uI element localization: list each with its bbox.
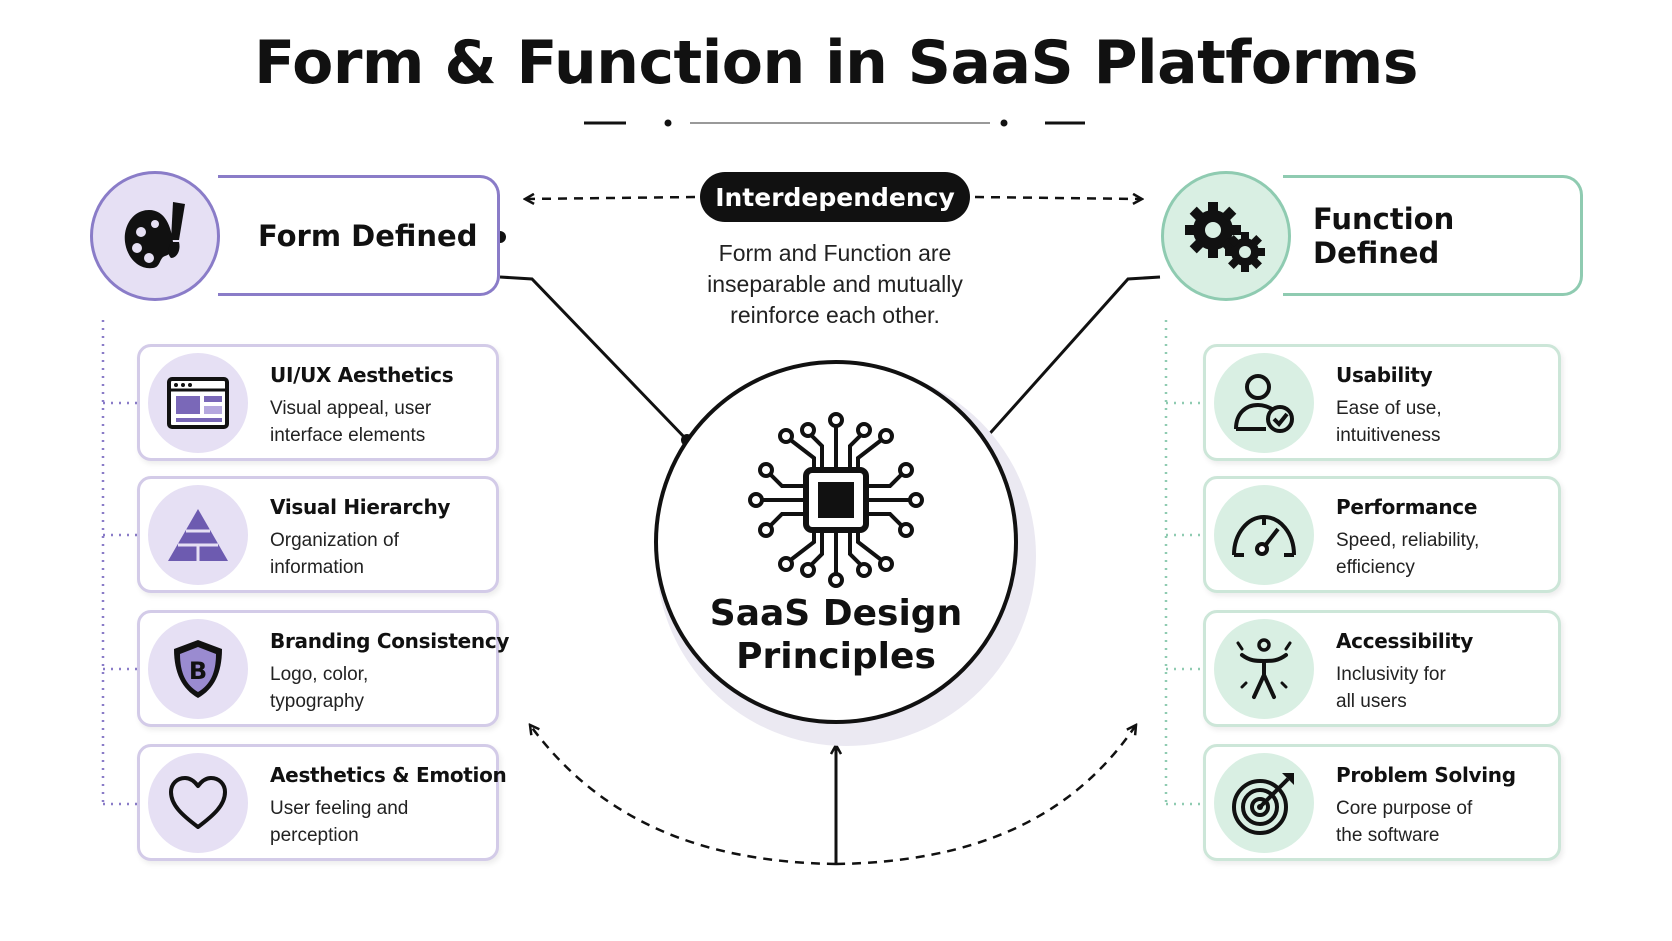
card-title: Problem Solving: [1336, 763, 1516, 787]
form-card-ui-ux: UI/UX Aesthetics Visual appeal, user int…: [137, 344, 499, 461]
note-line: inseparable and mutually: [707, 271, 963, 297]
title-divider: [584, 119, 1085, 127]
interdependency-badge: Interdependency: [700, 172, 970, 222]
form-header-box: Form Defined: [218, 175, 500, 296]
card-title: Aesthetics & Emotion: [270, 763, 507, 787]
card-description-line: Speed, reliability,: [1336, 530, 1480, 551]
center-label-line: SaaS Design: [709, 593, 963, 634]
card-title: Visual Hierarchy: [270, 495, 451, 519]
card-description-line: User feeling and: [270, 798, 409, 819]
function-card-usability: Usability Ease of use, intuitiveness: [1203, 344, 1561, 461]
interdependency-right-arrow: [974, 197, 1142, 199]
function-to-center-line: [982, 275, 1161, 441]
card-description: User feeling and perception: [270, 795, 408, 849]
card-description: Core purpose of the software: [1336, 795, 1472, 849]
function-heading: Function Defined: [1313, 201, 1455, 270]
function-card-problem-solving: Problem Solving Core purpose of the soft…: [1203, 744, 1561, 861]
center-label-line: Principles: [736, 636, 936, 677]
feedback-arc-left: [530, 725, 837, 866]
card-description-line: Visual appeal, user: [270, 398, 432, 419]
form-to-center-line: [499, 275, 689, 442]
card-description-line: information: [270, 557, 364, 578]
palette-brush-icon: [124, 202, 185, 269]
pyramid-icon: [168, 509, 228, 561]
card-title: UI/UX Aesthetics: [270, 363, 454, 387]
form-card-visual-hierarchy: Visual Hierarchy Organization of informa…: [137, 476, 499, 593]
card-description-line: the software: [1336, 825, 1440, 846]
card-description-line: Organization of: [270, 530, 399, 551]
shield-b-icon: B: [174, 640, 222, 698]
svg-text:B: B: [189, 657, 207, 685]
card-description-line: typography: [270, 691, 365, 712]
note-line: Form and Function are: [718, 240, 952, 266]
speedometer-icon: [1232, 514, 1296, 557]
form-card-branding: B Branding Consistency Logo, color, typo…: [137, 610, 509, 727]
card-description-line: all users: [1336, 691, 1407, 712]
card-title: Accessibility: [1336, 629, 1473, 653]
function-header-circle: [1161, 171, 1291, 301]
card-description-line: Inclusivity for: [1336, 664, 1446, 685]
user-check-icon: [1234, 374, 1294, 433]
form-heading: Form Defined: [258, 218, 478, 253]
card-description-line: Core purpose of: [1336, 798, 1473, 819]
card-description-line: Ease of use,: [1336, 398, 1442, 419]
card-title: Usability: [1336, 363, 1433, 387]
card-title: Branding Consistency: [270, 629, 510, 653]
card-description: Ease of use, intuitiveness: [1336, 395, 1442, 449]
interdependency-note: Form and Function are inseparable and mu…: [660, 238, 1010, 331]
page-title: Form & Function in SaaS Platforms: [254, 28, 1418, 98]
card-description: Logo, color, typography: [270, 661, 368, 715]
card-title: Performance: [1336, 495, 1478, 519]
interdependency-left-arrow: [525, 197, 696, 199]
note-line: reinforce each other.: [730, 302, 940, 328]
card-description: Speed, reliability, efficiency: [1336, 527, 1479, 581]
center-label: SaaS Design Principles: [654, 592, 1018, 678]
card-description: Organization of information: [270, 527, 399, 581]
function-header-box: Function Defined: [1283, 175, 1583, 296]
form-header-circle: [90, 171, 220, 301]
function-tree-dots: [1164, 320, 1203, 806]
circuit-chip-icon: [748, 412, 924, 588]
card-description-line: interface elements: [270, 425, 426, 446]
card-description-line: intuitiveness: [1336, 425, 1441, 446]
browser-window-icon: [167, 377, 229, 429]
card-description: Inclusivity for all users: [1336, 661, 1446, 715]
card-description-line: Logo, color,: [270, 664, 369, 685]
feedback-arc-right: [835, 725, 1136, 866]
form-tree-dots: [101, 320, 137, 806]
target-icon: [1232, 773, 1294, 835]
gears-icon: [1185, 202, 1265, 272]
heart-icon: [169, 776, 227, 829]
card-description-line: efficiency: [1336, 557, 1415, 578]
card-description: Visual appeal, user interface elements: [270, 395, 431, 449]
card-description-line: perception: [270, 825, 359, 846]
function-card-performance: Performance Speed, reliability, efficien…: [1203, 476, 1561, 593]
function-card-accessibility: Accessibility Inclusivity for all users: [1203, 610, 1561, 727]
accessibility-icon: [1236, 638, 1292, 699]
form-card-aesthetics-emotion: Aesthetics & Emotion User feeling and pe…: [137, 744, 507, 861]
